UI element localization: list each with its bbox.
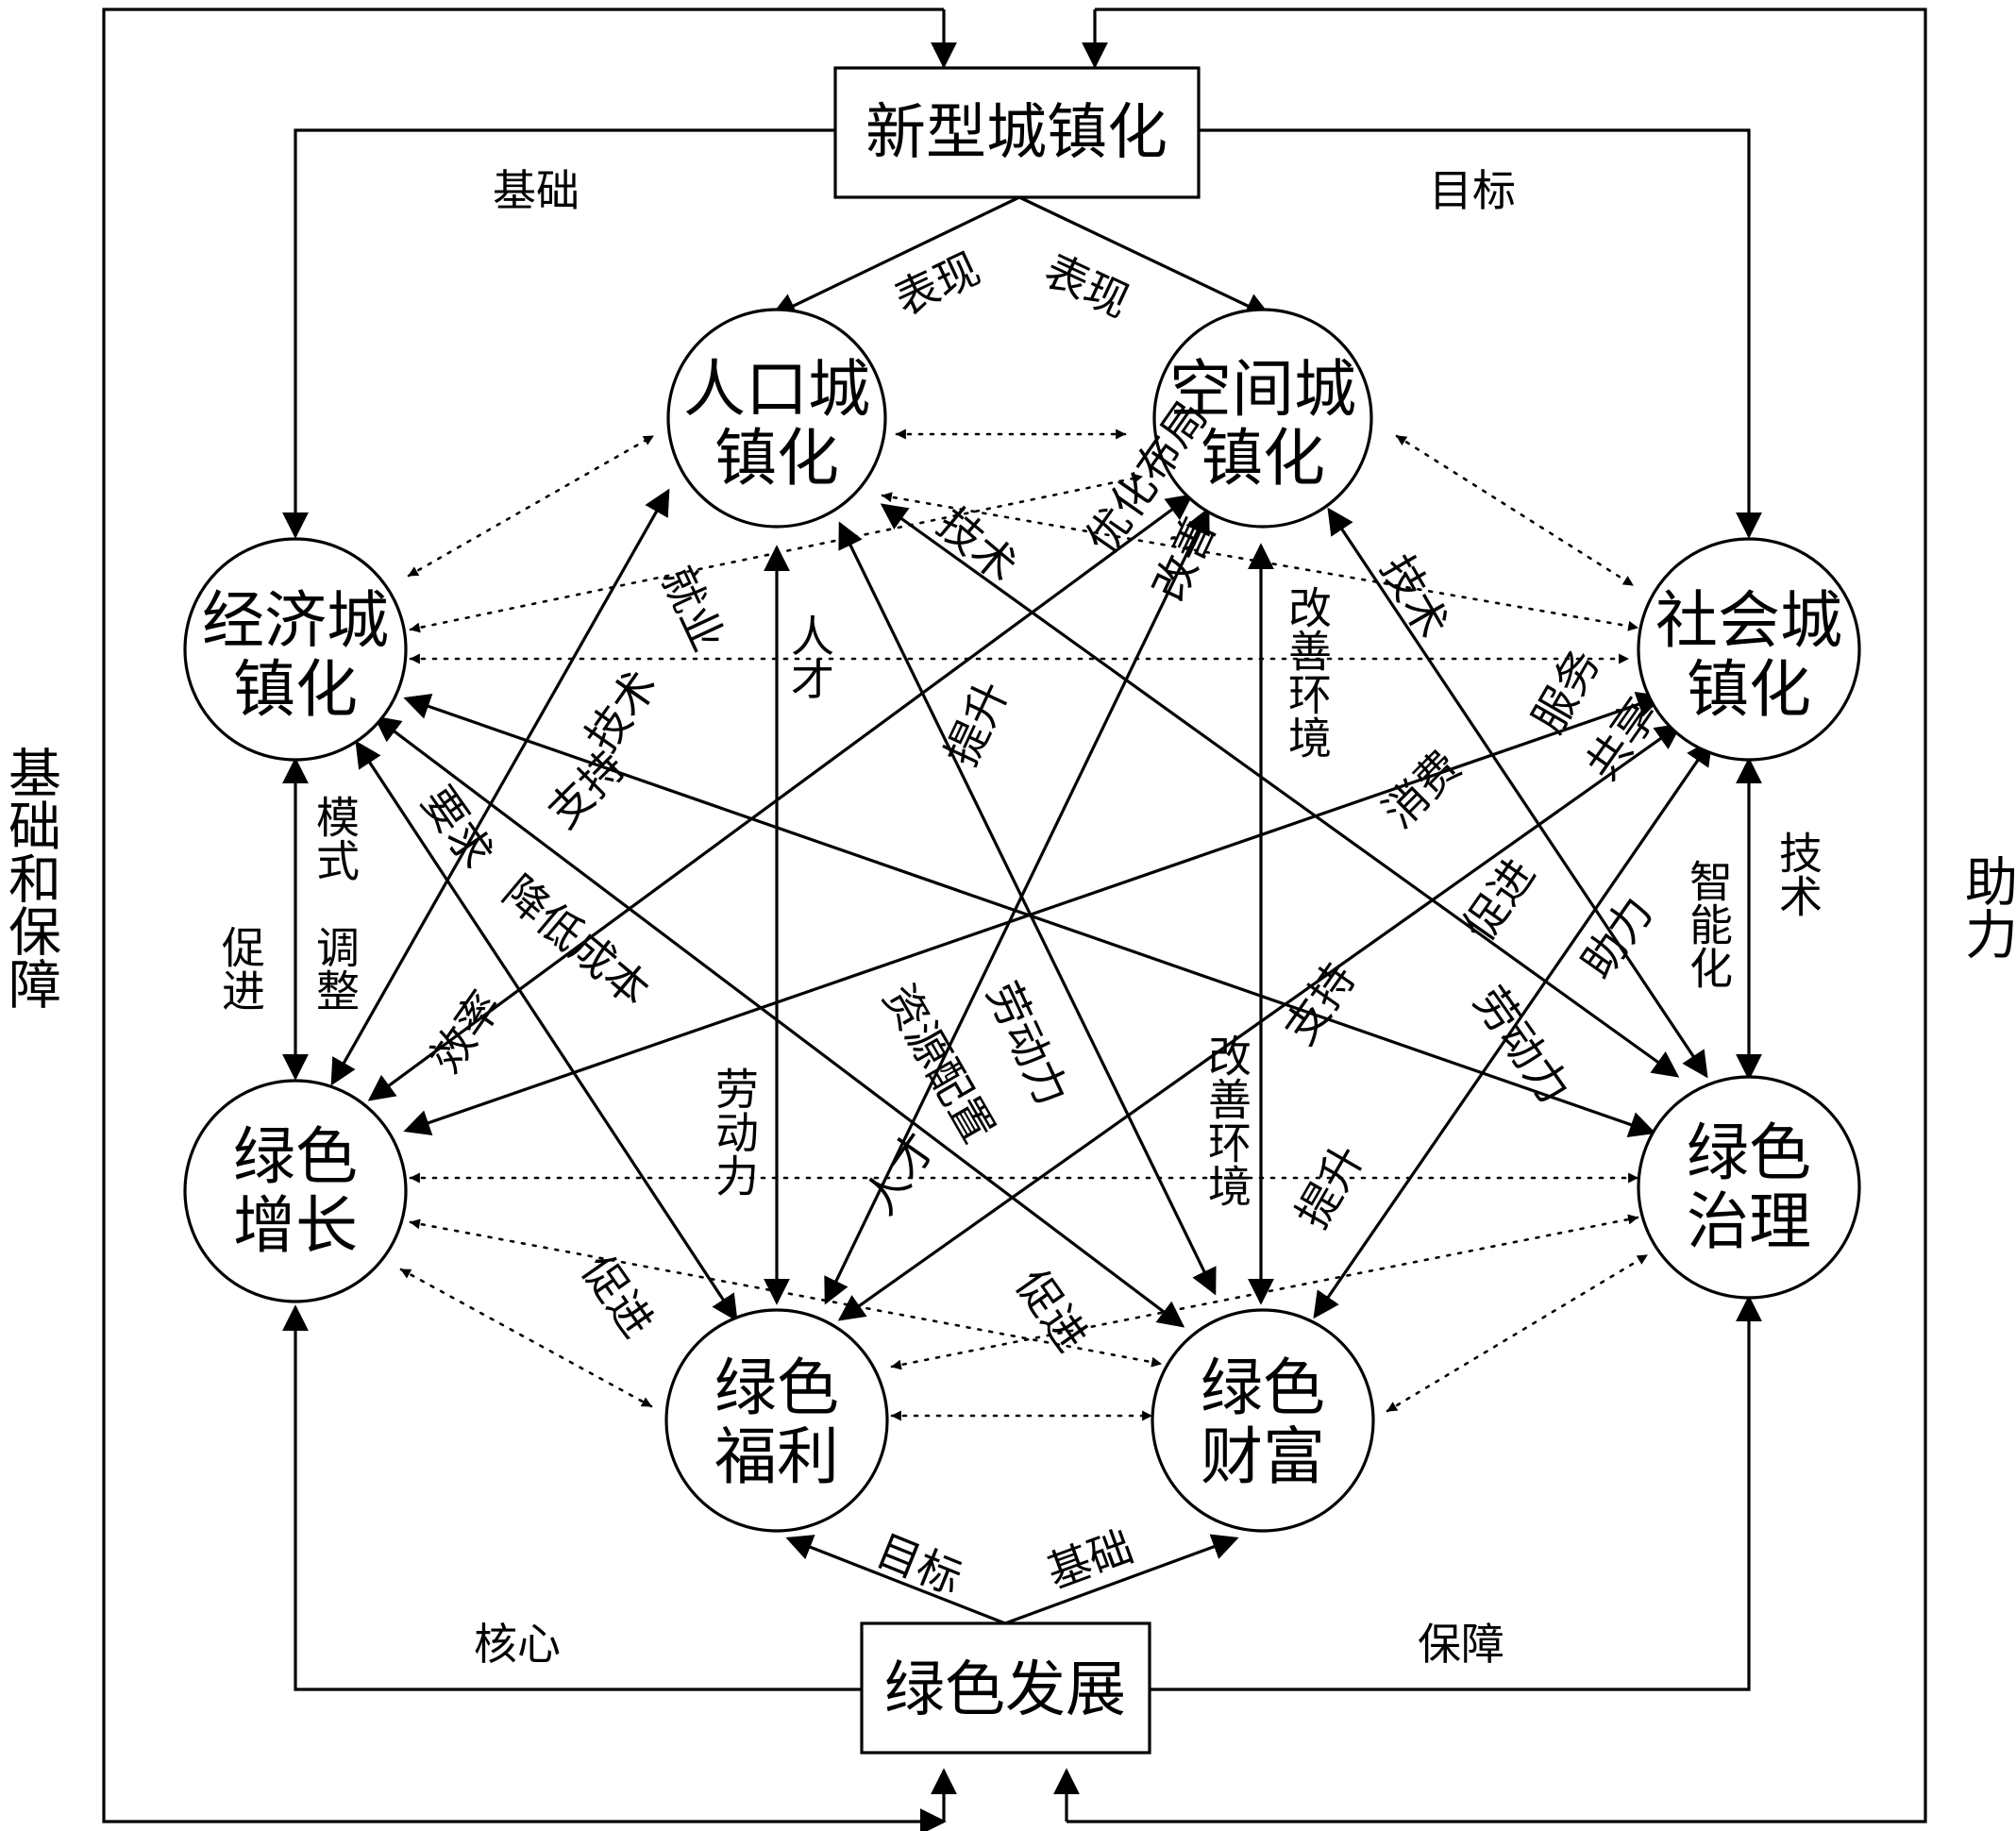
left-side-label: 基础和保障 <box>0 746 61 1010</box>
svg-text:镇化: 镇化 <box>233 653 358 726</box>
svg-text:智能化: 智能化 <box>1683 859 1734 989</box>
svg-text:调整: 调整 <box>310 925 361 1012</box>
svg-text:降低成本: 降低成本 <box>494 865 660 1016</box>
bottom-to-wealth-arrow <box>1004 1534 1239 1625</box>
svg-text:社会城: 社会城 <box>1655 584 1842 657</box>
outer-frame-left <box>102 8 957 1831</box>
top-to-space-arrow <box>1018 195 1272 318</box>
svg-text:人才: 人才 <box>784 613 835 700</box>
svg-text:助力: 助力 <box>1571 887 1663 987</box>
bottom-to-governance-arrow <box>1150 1295 1762 1691</box>
svg-text:支持: 支持 <box>1274 953 1366 1053</box>
bottom-to-growth-arrow <box>282 1304 862 1691</box>
svg-text:促进: 促进 <box>572 1246 664 1346</box>
svg-text:经济城: 经济城 <box>202 584 389 657</box>
node-green-wealth: 绿色 财富 <box>1151 1308 1375 1533</box>
svg-text:技术: 技术 <box>1772 831 1823 917</box>
svg-text:效率: 效率 <box>420 982 512 1082</box>
bottom-to-welfare-arrow <box>785 1535 1006 1625</box>
edge-label-bottom-welfare: 目标 <box>869 1524 969 1604</box>
svg-text:绿色: 绿色 <box>233 1120 358 1193</box>
svg-text:人口城: 人口城 <box>683 353 870 426</box>
svg-text:助力: 助力 <box>1957 854 2016 960</box>
svg-text:绿色: 绿色 <box>1201 1352 1325 1424</box>
svg-text:绿色: 绿色 <box>714 1352 839 1424</box>
right-side-label: 助力 <box>1957 854 2016 960</box>
svg-text:模式: 模式 <box>310 795 361 882</box>
frame-label-goal-top: 目标 <box>1429 165 1516 216</box>
green-development-label: 绿色发展 <box>884 1655 1126 1725</box>
svg-text:基础和保障: 基础和保障 <box>0 746 61 1010</box>
node-green-governance: 绿色 治理 <box>1637 1075 1861 1300</box>
svg-text:提升: 提升 <box>1286 1136 1374 1237</box>
svg-text:镇化: 镇化 <box>1201 422 1325 495</box>
svg-text:提升: 提升 <box>935 673 1018 773</box>
top-to-economy-arrow <box>282 128 835 539</box>
edge-label-top-space: 表现 <box>1036 244 1136 328</box>
svg-text:就业: 就业 <box>651 559 734 659</box>
outer-frame-right <box>1053 8 1927 1823</box>
frame-label-core: 核心 <box>474 1619 561 1670</box>
svg-text:空间城: 空间城 <box>1169 353 1356 426</box>
svg-text:技术: 技术 <box>1370 546 1458 647</box>
svg-text:财富: 财富 <box>1201 1420 1325 1493</box>
node-economic-urbanization: 经济城 镇化 <box>183 537 408 762</box>
svg-text:福利: 福利 <box>714 1420 839 1493</box>
svg-text:劳动力: 劳动力 <box>709 1067 760 1197</box>
node-population-urbanization: 人口城 镇化 <box>666 308 887 529</box>
edge-label-bottom-wealth: 基础 <box>1040 1520 1139 1598</box>
svg-text:增长: 增长 <box>233 1189 358 1262</box>
svg-text:服务: 服务 <box>1522 641 1610 742</box>
svg-text:技术: 技术 <box>576 661 667 761</box>
svg-text:技术: 技术 <box>928 497 1027 593</box>
svg-text:要求: 要求 <box>412 777 503 877</box>
svg-text:治理: 治理 <box>1687 1185 1811 1258</box>
dotted-relations <box>399 428 1649 1421</box>
edge-labels: 就业 人才 技术 优化布局 改善 改善环境 技术 模式 调整 促进 要求 降低成… <box>215 392 1823 1361</box>
svg-text:绿色: 绿色 <box>1687 1117 1811 1189</box>
node-green-welfare: 绿色 福利 <box>664 1308 889 1533</box>
frame-label-foundation-top: 基础 <box>493 165 580 216</box>
frame-label-guarantee: 保障 <box>1418 1619 1504 1670</box>
svg-text:镇化: 镇化 <box>714 422 839 495</box>
svg-text:消费: 消费 <box>1373 741 1470 838</box>
svg-text:劳动力: 劳动力 <box>977 974 1078 1114</box>
top-to-society-arrow <box>1199 128 1762 539</box>
svg-text:镇化: 镇化 <box>1687 653 1811 726</box>
svg-text:改善环境: 改善环境 <box>1201 1033 1252 1207</box>
svg-text:促进: 促进 <box>1006 1260 1098 1360</box>
new-urbanization-label: 新型城镇化 <box>865 98 1168 168</box>
svg-text:劳动力: 劳动力 <box>1464 977 1580 1113</box>
node-space-urbanization: 空间城 镇化 <box>1152 308 1373 529</box>
top-to-population-arrow <box>769 195 1020 318</box>
node-social-urbanization: 社会城 镇化 <box>1637 537 1861 762</box>
svg-text:促进: 促进 <box>1453 849 1545 949</box>
svg-text:促进: 促进 <box>215 925 266 1012</box>
node-green-growth: 绿色 增长 <box>183 1079 408 1303</box>
svg-text:改善环境: 改善环境 <box>1282 585 1333 759</box>
